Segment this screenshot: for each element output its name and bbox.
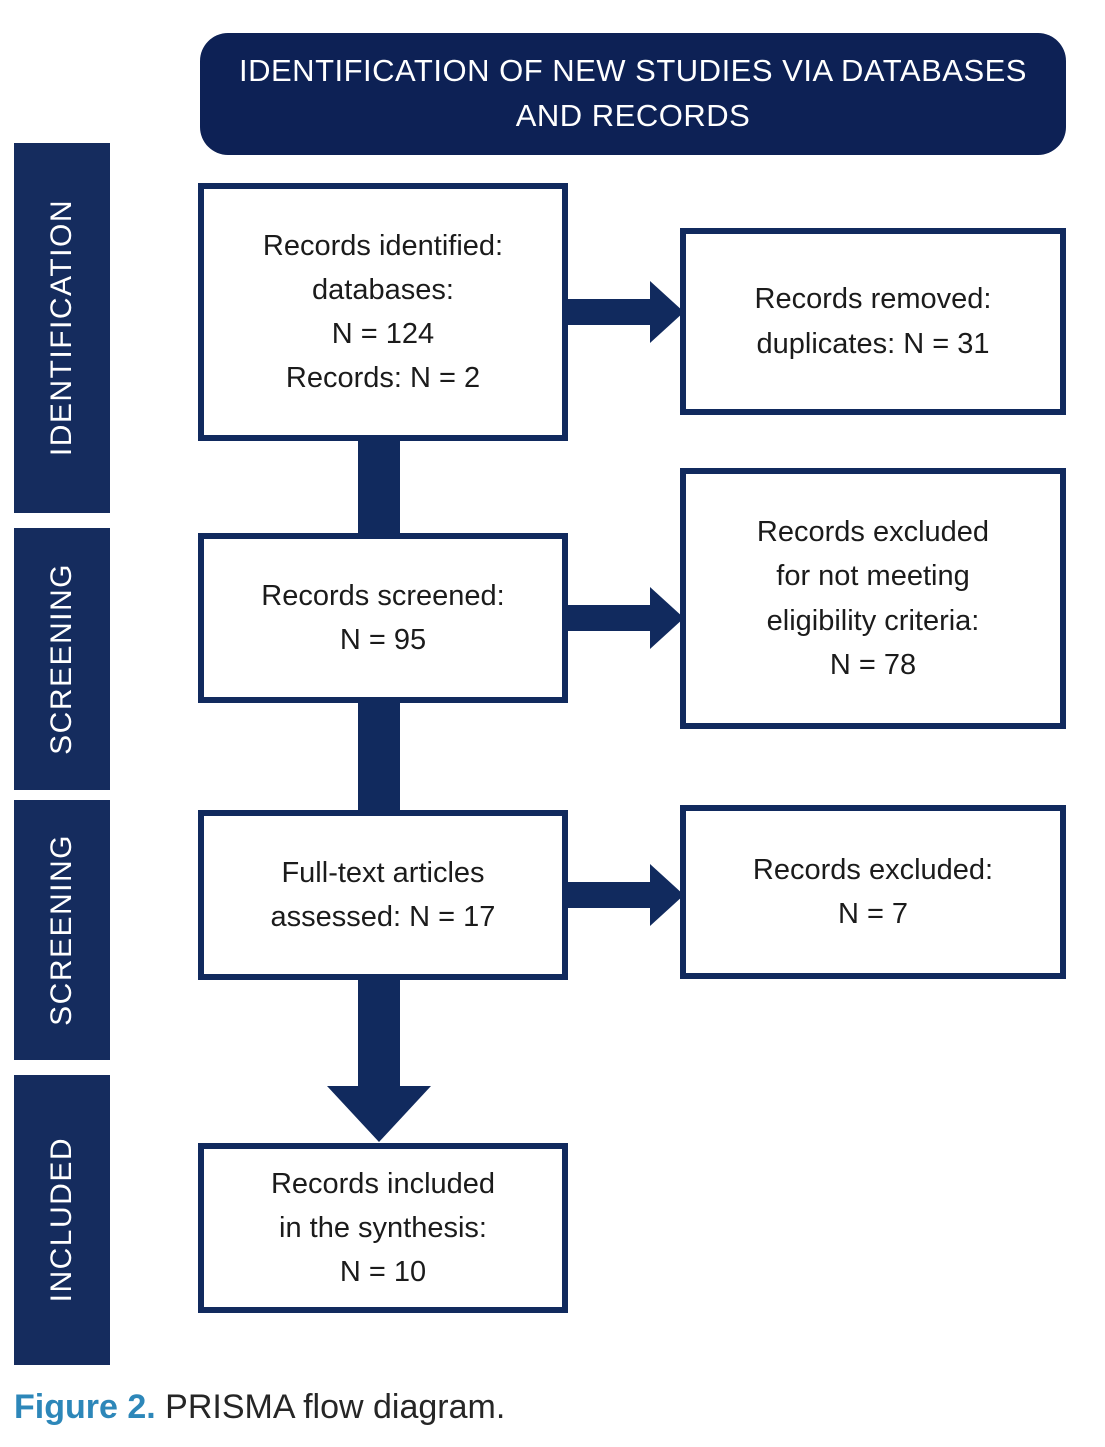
figure-caption-label: Figure 2. — [14, 1388, 156, 1426]
arrow-fulltext-to-included-shaft — [358, 976, 400, 1088]
box-records-removed-duplicates: Records removed: duplicates: N = 31 — [680, 228, 1066, 415]
stage-bar-identification: IDENTIFICATION — [14, 143, 110, 513]
arrow-right-head-icon — [650, 587, 684, 649]
stage-bar-included: INCLUDED — [14, 1075, 110, 1365]
figure-caption-text: PRISMA flow diagram. — [155, 1388, 506, 1426]
stage-label-identification: IDENTIFICATION — [45, 199, 78, 457]
diagram-title: IDENTIFICATION OF NEW STUDIES VIA DATABA… — [200, 33, 1066, 155]
arrow-shaft — [568, 299, 652, 325]
connector-screened-to-fulltext — [358, 699, 400, 814]
stage-label-screening-1: SCREENING — [45, 563, 78, 755]
figure-caption: Figure 2. PRISMA flow diagram. — [14, 1388, 505, 1427]
box-fulltext-assessed: Full-text articles assessed: N = 17 — [198, 810, 568, 980]
box-records-screened: Records screened: N = 95 — [198, 533, 568, 703]
arrow-shaft — [568, 605, 652, 631]
box-records-included: Records included in the synthesis: N = 1… — [198, 1143, 568, 1313]
arrow-down-head-icon — [327, 1086, 431, 1142]
stage-bar-screening-2: SCREENING — [14, 800, 110, 1060]
box-records-excluded-fulltext: Records excluded: N = 7 — [680, 805, 1066, 979]
box-records-excluded-eligibility: Records excluded for not meeting eligibi… — [680, 468, 1066, 729]
arrow-right-head-icon — [650, 864, 684, 926]
stage-bar-screening-1: SCREENING — [14, 528, 110, 790]
connector-identified-to-screened — [358, 435, 400, 537]
stage-label-included: INCLUDED — [45, 1137, 78, 1303]
stage-label-screening-2: SCREENING — [45, 834, 78, 1026]
arrow-right-head-icon — [650, 281, 684, 343]
box-records-identified: Records identified: databases: N = 124 R… — [198, 183, 568, 441]
arrow-shaft — [568, 882, 652, 908]
